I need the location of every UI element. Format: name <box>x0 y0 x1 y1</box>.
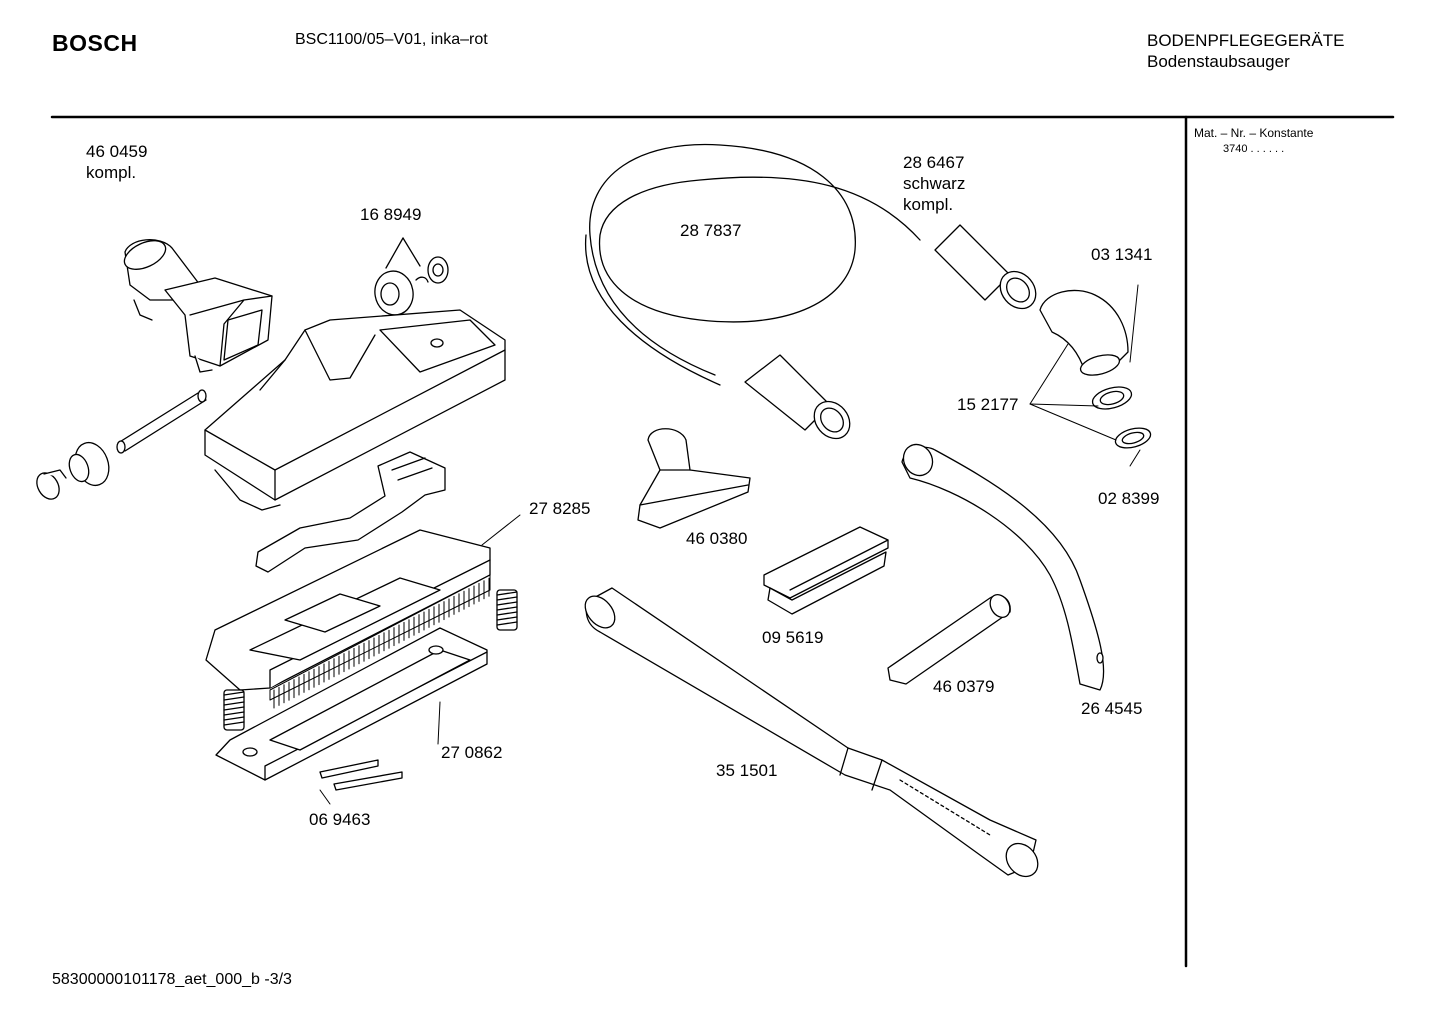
dusting-brush-part <box>764 527 888 614</box>
part-label-278285: 27 8285 <box>529 499 591 518</box>
model-title: BSC1100/05–V01, inka–rot <box>295 31 488 48</box>
telescopic-tube-part <box>579 588 1044 883</box>
slider-part <box>256 452 445 572</box>
part-label-028399: 02 8399 <box>1098 489 1160 508</box>
material-constant-heading: Mat. – Nr. – Konstante <box>1194 126 1314 140</box>
nozzle-adapter-part <box>120 235 272 372</box>
part-label-287837: 28 7837 <box>680 221 742 240</box>
part-note-2: kompl. <box>903 195 954 214</box>
hose-end-bottom-part <box>745 355 857 446</box>
clip-ring-part <box>1090 383 1134 413</box>
wheel-top-part <box>371 238 448 318</box>
leader-lines <box>320 285 1140 804</box>
brush-bristles <box>274 578 489 708</box>
part-label-460380: 46 0380 <box>686 529 748 548</box>
upholstery-nozzle-part <box>638 429 750 528</box>
bottom-plate-part <box>216 628 487 780</box>
hose-part <box>586 145 920 385</box>
axle-part <box>117 390 206 453</box>
floor-nozzle-housing-part <box>205 310 505 510</box>
part-label-460459: 46 0459 kompl. <box>86 141 147 183</box>
part-number: 28 6467 <box>903 153 965 172</box>
part-label-264545: 26 4545 <box>1081 699 1143 718</box>
material-constant-value: 3740 . . . . . . <box>1223 143 1285 155</box>
category-title: BODENPFLEGEGERÄTE <box>1147 31 1345 50</box>
spring-right-part <box>497 590 517 630</box>
spring-left-part <box>224 690 244 730</box>
part-note: schwarz <box>903 174 966 193</box>
part-label-286467: 28 6467 schwarz kompl. <box>903 152 965 215</box>
part-label-095619: 09 5619 <box>762 628 824 647</box>
part-label-270862: 27 0862 <box>441 743 503 762</box>
category-subtitle: Bodenstaubsauger <box>1147 52 1290 71</box>
part-label-152177: 15 2177 <box>957 395 1019 414</box>
base-plate-part <box>206 530 490 690</box>
part-label-168949: 16 8949 <box>360 205 422 224</box>
part-label-460379: 46 0379 <box>933 677 995 696</box>
seal-ring-part <box>1113 425 1152 452</box>
handle-tube-part <box>898 439 1104 690</box>
label-strip-part <box>320 760 402 790</box>
part-label-069463: 06 9463 <box>309 810 371 829</box>
elbow-part <box>1040 290 1128 378</box>
brand-logo: BOSCH <box>52 30 138 56</box>
hose-end-top-part <box>935 225 1043 316</box>
wheel-left-part <box>32 438 114 503</box>
part-label-031341: 03 1341 <box>1091 245 1153 264</box>
brush-strip-part <box>270 575 490 708</box>
crevice-tool-part <box>888 591 1014 684</box>
document-id: 58300000101178_aet_000_b -3/3 <box>52 971 292 988</box>
part-number: 46 0459 <box>86 142 148 161</box>
part-note: kompl. <box>86 163 137 182</box>
part-label-351501: 35 1501 <box>716 761 778 780</box>
